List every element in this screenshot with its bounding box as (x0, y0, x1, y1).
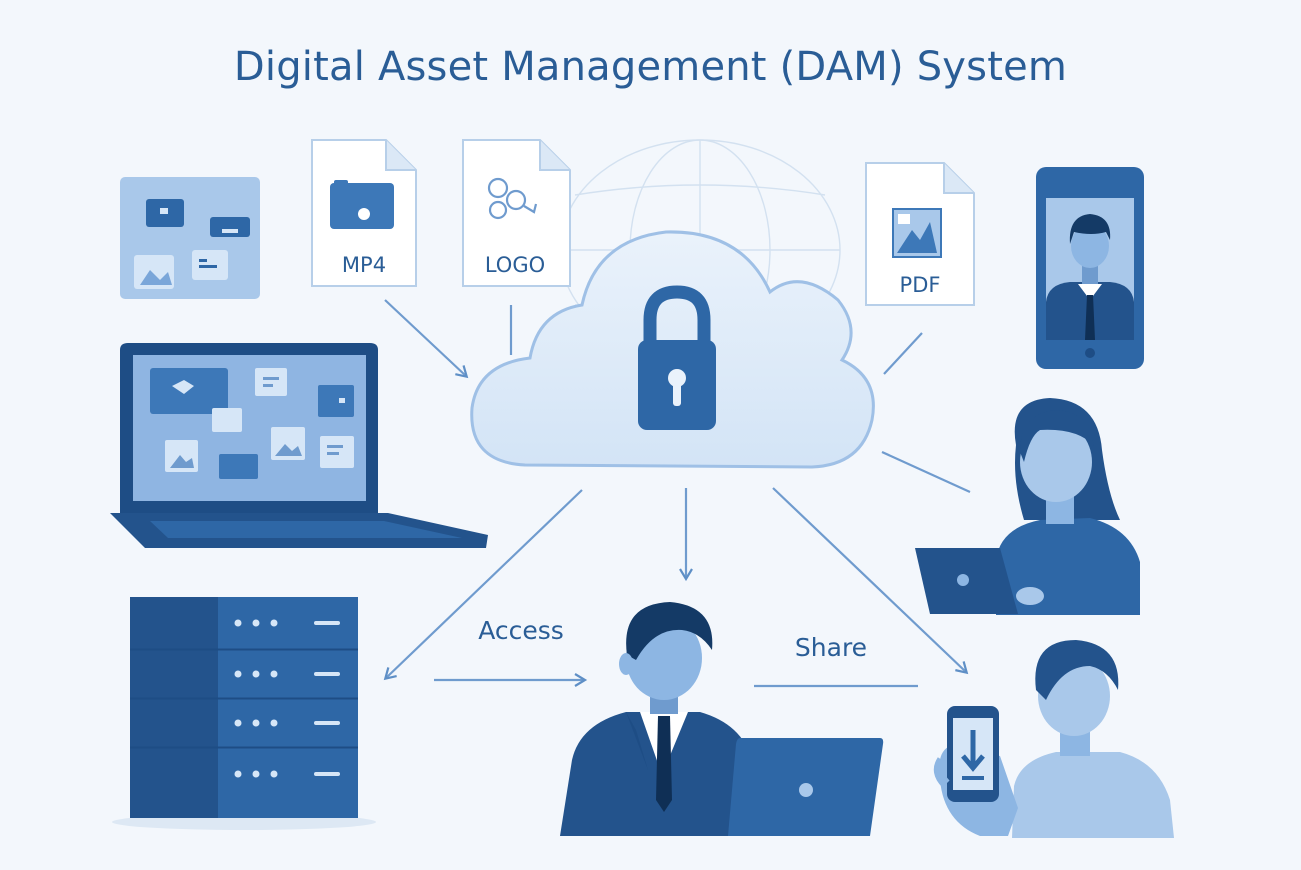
mp4-label: MP4 (342, 253, 386, 277)
cloud-to-user-arrow (772, 487, 969, 675)
share-label: Share (795, 633, 867, 662)
server-rack-icon (112, 597, 376, 830)
diagram-title: Digital Asset Management (DAM) System (233, 44, 1068, 90)
access-label: Access (478, 616, 564, 645)
cloud-to-server-arrow (383, 489, 583, 681)
pdf-to-cloud-line (883, 332, 923, 375)
mp4-to-cloud-arrow (384, 299, 469, 379)
video-call-phone-icon (1036, 167, 1144, 369)
woman-with-tablet-icon (915, 398, 1140, 615)
logo-file-icon (462, 139, 571, 287)
logo-label: LOGO (485, 253, 545, 277)
secure-cloud-icon (470, 230, 875, 469)
mp4-file-icon (311, 139, 417, 287)
user-with-phone-icon (933, 640, 1174, 838)
image-gallery-icon (120, 177, 260, 299)
laptop-assets-icon (110, 343, 488, 548)
cloud-to-woman-line (881, 450, 971, 494)
businessman-with-laptop-icon (560, 602, 884, 836)
pdf-label: PDF (900, 273, 941, 297)
connectors (383, 299, 971, 688)
pdf-file-icon (865, 162, 975, 306)
